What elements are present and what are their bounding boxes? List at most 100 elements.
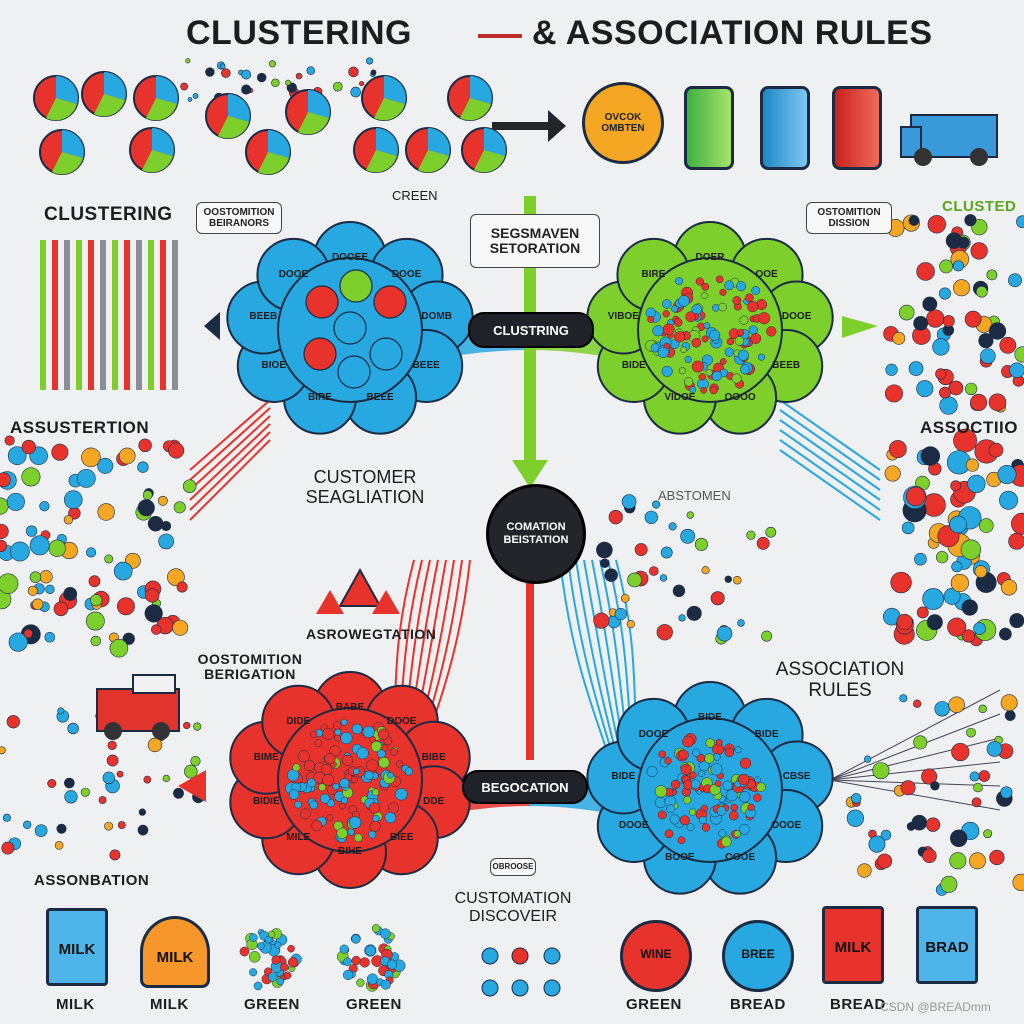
timeline-node [481,947,499,965]
ray-line [829,779,1001,811]
dense-dot [697,770,705,778]
dense-dot [658,750,667,759]
scatter-dot [884,384,903,403]
scatter-dot [104,821,114,831]
bar-strip [172,240,178,390]
blue-cylinder [760,86,810,170]
product-dots [351,934,361,944]
scatter-dot [733,575,742,585]
pie-slice [376,128,398,156]
dense-dot [748,325,758,335]
scatter-dot [370,69,377,76]
scatter-dot [964,382,978,396]
scatter-dot [29,571,42,583]
dense-dot [311,820,323,832]
scatter-dot [29,535,50,556]
scatter-dot [680,528,696,544]
green-top-cluster-petal-label: DOER [695,252,725,263]
scatter-dot [25,525,38,537]
scatter-dot [241,69,252,80]
pie-slice [474,150,505,173]
dense-dot [683,377,694,387]
dense-dot [332,783,340,791]
scatter-dot [23,628,33,639]
scatter-dot [999,490,1018,510]
scatter-dot [656,624,673,641]
blue-bottom-cluster-petal-label: DOOE [638,728,669,740]
dense-dot [356,747,369,760]
scatter-dot [0,539,8,553]
scatter-dot [710,591,725,606]
scatter-dot [21,467,41,487]
red-circle-product: WINE [620,920,692,992]
dense-dot [703,322,711,329]
dense-dot [731,373,742,384]
dense-dot [753,793,762,802]
pie-slice [62,130,84,158]
dense-dot [352,768,360,775]
dense-dot [714,780,722,787]
begocation-pill: BEGOCATION [462,770,588,804]
scatter-dot [968,852,986,870]
caption-green-1: GREEN [244,996,300,1013]
dense-dot [384,811,397,824]
scatter-dot [952,260,964,272]
scatter-dot [914,552,927,566]
dense-dot [738,791,751,803]
scatter-dot [21,439,36,455]
dense-dot [724,347,734,357]
scatter-dot [106,754,119,767]
dense-dot [297,750,310,763]
dense-dot [766,326,777,337]
label-association-rules: ASSOCIATION RULES [775,659,905,701]
scatter-dot [716,625,733,642]
dense-dot [340,719,348,726]
scatter-dot [348,66,359,78]
scatter-dot [39,570,53,584]
scatter-dot [47,779,57,788]
dense-dot [322,773,334,786]
scatter-dot [54,841,64,850]
sphere [333,311,367,345]
green-top-cluster-petal-label: OOE [755,268,778,280]
scatter-dot [1008,273,1022,288]
scatter-dot [162,774,171,783]
scatter-dot [151,624,162,635]
dense-dot [339,802,346,810]
dense-dot [334,728,342,736]
scatter-dot [846,809,864,827]
pie-slice [104,72,126,100]
scatter-dot [668,522,677,531]
dense-dot [701,823,711,832]
scatter-dot [949,852,967,870]
green-top-cluster-petal-label: VIDOE [664,391,696,403]
scatter-dot [961,599,978,616]
scatter-dot [4,435,15,446]
dense-dot [728,810,739,821]
scatter-dot [306,66,316,75]
product-dots [283,971,292,980]
dense-dot [705,738,716,748]
scatter-dot [173,501,186,514]
dense-dot [744,293,754,303]
scatter-dot [922,588,945,610]
scatter-dot [943,587,961,605]
scatter-dot [23,820,32,829]
scatter-dot [970,393,988,411]
scatter-dot [104,554,114,564]
dense-dot [711,371,722,382]
scatter-dot [930,781,940,791]
scatter-dot [916,380,934,398]
blue-bottom-cluster-petal-label: BOOE [665,851,695,863]
product-dots [366,973,379,985]
product-dots [249,933,258,942]
scatter-dot [737,619,745,627]
bar-strip [160,240,166,390]
scatter-dot [620,593,630,603]
blue-bottom-cluster-petal-label: BIDE [698,712,722,723]
dense-dot [662,299,672,309]
scatter-dot [659,574,668,582]
scatter-dot [7,446,27,465]
dense-dot [387,771,394,779]
scatter-dot [113,561,133,581]
